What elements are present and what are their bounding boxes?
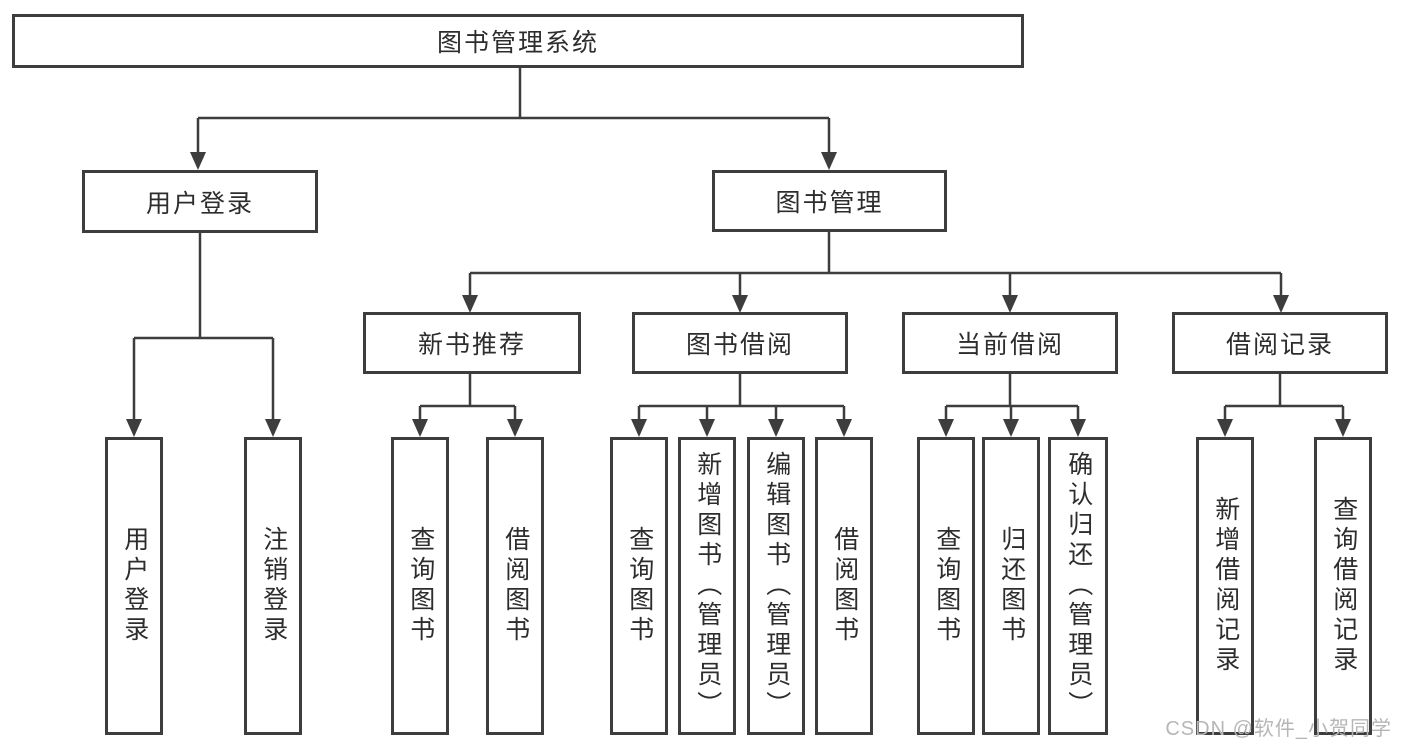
node-label: 归还图书: [997, 526, 1026, 646]
arrows-leaves: [126, 338, 1351, 437]
leaf-query-borrow-record: 查询借阅记录: [1314, 437, 1372, 735]
node-label: 新增图书（管理员）: [693, 451, 722, 721]
node-book-borrowing: 图书借阅: [632, 312, 848, 374]
node-label: 借阅图书: [830, 526, 859, 646]
node-label: 查询图书: [932, 526, 961, 646]
leaf-edit-book-admin: 编辑图书（管理员）: [747, 437, 805, 735]
leaf-borrow-books-recommend: 借阅图书: [486, 437, 544, 735]
leaf-confirm-return-admin: 确认归还（管理员）: [1048, 437, 1108, 735]
leaf-add-borrow-record: 新增借阅记录: [1196, 437, 1254, 735]
node-label: 用户登录: [120, 526, 149, 646]
leaf-user-login: 用户登录: [105, 437, 163, 735]
node-current-borrowing: 当前借阅: [902, 312, 1118, 374]
node-label: 借阅记录: [1225, 331, 1334, 359]
node-label: 新增借阅记录: [1211, 496, 1240, 676]
node-label: 确认归还（管理员）: [1064, 451, 1093, 721]
node-label: 注销登录: [259, 526, 288, 646]
node-label: 查询图书: [406, 526, 435, 646]
leaf-query-books-borrowing: 查询图书: [610, 437, 668, 735]
node-label: 图书管理系统: [436, 29, 599, 57]
node-label: 查询图书: [625, 526, 654, 646]
connector-trunks: [134, 60, 1343, 408]
leaf-logout: 注销登录: [244, 437, 302, 735]
leaf-return-books: 归还图书: [982, 437, 1040, 735]
leaf-add-book-admin: 新增图书（管理员）: [678, 437, 736, 735]
leaf-borrow-books-borrowing: 借阅图书: [815, 437, 873, 735]
node-label: 查询借阅记录: [1329, 496, 1358, 676]
node-label: 图书借阅: [685, 331, 794, 359]
node-label: 借阅图书: [501, 526, 530, 646]
node-user-login: 用户登录: [82, 170, 318, 233]
node-label: 图书管理: [775, 189, 884, 217]
leaf-query-books-current: 查询图书: [917, 437, 975, 735]
node-label: 编辑图书（管理员）: [762, 451, 791, 721]
node-label: 当前借阅: [955, 331, 1064, 359]
node-label: 新书推荐: [417, 331, 526, 359]
node-borrowing-records: 借阅记录: [1172, 312, 1388, 374]
node-new-book-recommend: 新书推荐: [363, 312, 581, 374]
node-book-management: 图书管理: [712, 170, 947, 232]
node-label: 用户登录: [145, 189, 254, 218]
arrows-level3: [462, 273, 1289, 313]
node-library-system: 图书管理系统: [12, 14, 1024, 68]
leaf-query-books-recommend: 查询图书: [391, 437, 449, 735]
csdn-watermark: CSDN @软件_小贺同学: [1165, 718, 1392, 740]
arrows-level2: [190, 118, 837, 170]
